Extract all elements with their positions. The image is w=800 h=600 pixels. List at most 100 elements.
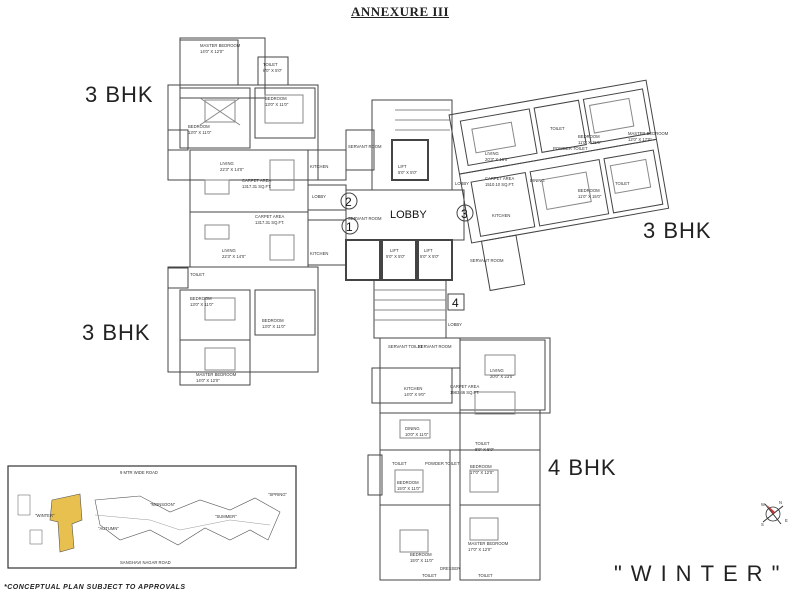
svg-text:14'0" X 9'0": 14'0" X 9'0" bbox=[404, 392, 426, 397]
disclaimer-note: *CONCEPTUAL PLAN SUBJECT TO APPROVALS bbox=[4, 584, 186, 591]
svg-text:"WINTER": "WINTER" bbox=[35, 513, 55, 518]
page-title: ANNEXURE III bbox=[350, 4, 450, 19]
svg-text:BEDROOM: BEDROOM bbox=[397, 480, 419, 485]
svg-text:14'0" X 12'0": 14'0" X 12'0" bbox=[200, 49, 224, 54]
svg-text:20'3" X 16'0": 20'3" X 16'0" bbox=[485, 157, 509, 162]
svg-text:DRESSER: DRESSER bbox=[440, 566, 460, 571]
svg-text:14'0" X 12'0": 14'0" X 12'0" bbox=[196, 378, 220, 383]
svg-text:KITCHEN: KITCHEN bbox=[404, 386, 422, 391]
svg-text:1317.31 SQ.FT.: 1317.31 SQ.FT. bbox=[255, 220, 284, 225]
svg-text:10'0" X 11'0": 10'0" X 11'0" bbox=[405, 432, 429, 437]
svg-text:LIFT: LIFT bbox=[424, 248, 433, 253]
svg-text:8'0" X 5'0": 8'0" X 5'0" bbox=[263, 68, 283, 73]
svg-text:LOBBY: LOBBY bbox=[448, 322, 462, 327]
unit-type-label-bottom-left: 3 BHK bbox=[82, 320, 151, 345]
svg-text:KITCHEN: KITCHEN bbox=[492, 213, 510, 218]
svg-text:13'0" X 11'0": 13'0" X 11'0" bbox=[188, 130, 212, 135]
svg-text:BEDROOM: BEDROOM bbox=[410, 552, 432, 557]
svg-text:22'3" X 14'0": 22'3" X 14'0" bbox=[220, 167, 244, 172]
svg-text:LIVING: LIVING bbox=[485, 151, 499, 156]
svg-text:5'0" X 5'0": 5'0" X 5'0" bbox=[398, 170, 418, 175]
svg-text:BEDROOM: BEDROOM bbox=[265, 96, 287, 101]
svg-text:17'0" X 12'0": 17'0" X 12'0" bbox=[470, 470, 494, 475]
unit4-labels: LOBBY SERVANT TOILET SERVANT ROOM LIVING… bbox=[388, 322, 514, 578]
svg-text:LIVING: LIVING bbox=[222, 248, 236, 253]
svg-text:BEDROOM: BEDROOM bbox=[578, 134, 600, 139]
svg-text:CARPET AREA: CARPET AREA bbox=[255, 214, 284, 219]
core-labels: LOBBY LIFT 5'0" X 5'0" LIFT 5'0" X 5'0" … bbox=[345, 164, 468, 310]
key-plan: 9 MTR WIDE ROAD SANGHAVI NAGAR ROAD "WIN… bbox=[7, 465, 297, 569]
svg-text:8'0" X 5'0": 8'0" X 5'0" bbox=[475, 447, 495, 452]
unit-top-left bbox=[167, 37, 347, 213]
svg-text:"MONSOON": "MONSOON" bbox=[150, 502, 176, 507]
unit3-labels: LIVING 20'3" X 16'0" CARPET AREA 1510.10… bbox=[455, 126, 669, 263]
unit-type-label-top-left: 3 BHK bbox=[85, 82, 154, 107]
svg-text:SERVANT TOILET: SERVANT TOILET bbox=[388, 344, 423, 349]
svg-text:BEDROOM: BEDROOM bbox=[190, 296, 212, 301]
svg-text:S: S bbox=[761, 522, 764, 527]
unit-bottom bbox=[367, 337, 551, 581]
svg-text:"SPRING": "SPRING" bbox=[268, 492, 288, 497]
svg-text:22'3" X 14'0": 22'3" X 14'0" bbox=[222, 254, 246, 259]
svg-text:15'0" X 11'0": 15'0" X 11'0" bbox=[397, 486, 421, 491]
svg-text:SANGHAVI NAGAR ROAD: SANGHAVI NAGAR ROAD bbox=[120, 560, 171, 565]
svg-text:E: E bbox=[785, 518, 788, 523]
svg-text:CARPET AREA: CARPET AREA bbox=[242, 178, 271, 183]
svg-text:20'0" X 23'0": 20'0" X 23'0" bbox=[490, 374, 514, 379]
svg-text:BEDROOM: BEDROOM bbox=[578, 188, 600, 193]
svg-text:LOBBY: LOBBY bbox=[390, 209, 427, 221]
svg-text:BEDROOM: BEDROOM bbox=[470, 464, 492, 469]
svg-text:11'0" X 15'0": 11'0" X 15'0" bbox=[578, 194, 602, 199]
svg-text:W: W bbox=[761, 502, 765, 507]
unit-right bbox=[448, 79, 670, 292]
svg-text:MASTER BEDROOM: MASTER BEDROOM bbox=[196, 372, 237, 377]
svg-text:MASTER BEDROOM: MASTER BEDROOM bbox=[468, 541, 509, 546]
svg-text:CARPET AREA: CARPET AREA bbox=[450, 384, 479, 389]
svg-text:13'0" X 11'0": 13'0" X 11'0" bbox=[265, 102, 289, 107]
svg-text:5'0" X 5'0": 5'0" X 5'0" bbox=[386, 254, 406, 259]
svg-text:DINING: DINING bbox=[530, 178, 545, 183]
svg-text:BEDROOM: BEDROOM bbox=[188, 124, 210, 129]
svg-text:MASTER BEDROOM: MASTER BEDROOM bbox=[628, 131, 669, 136]
unit-type-label-bottom-right: 4 BHK bbox=[548, 455, 617, 480]
svg-text:1510.10 SQ.FT.: 1510.10 SQ.FT. bbox=[485, 182, 514, 187]
core-lobby bbox=[340, 99, 474, 339]
svg-text:5'0" X 5'0": 5'0" X 5'0" bbox=[420, 254, 440, 259]
svg-text:13'0" X 11'0": 13'0" X 11'0" bbox=[262, 324, 286, 329]
svg-text:DINING: DINING bbox=[405, 426, 420, 431]
svg-text:11'0" X 15'0": 11'0" X 15'0" bbox=[578, 140, 602, 145]
svg-text:SERVANT ROOM: SERVANT ROOM bbox=[348, 144, 382, 149]
svg-text:TOILET: TOILET bbox=[263, 62, 278, 67]
svg-text:LIFT: LIFT bbox=[398, 164, 407, 169]
svg-text:TOILET: TOILET bbox=[475, 441, 490, 446]
svg-text:KITCHEN: KITCHEN bbox=[310, 164, 328, 169]
svg-text:LOBBY: LOBBY bbox=[455, 181, 469, 186]
svg-text:TOILET: TOILET bbox=[190, 272, 205, 277]
svg-text:3: 3 bbox=[461, 207, 468, 221]
svg-text:4: 4 bbox=[452, 296, 459, 310]
svg-text:9 MTR WIDE ROAD: 9 MTR WIDE ROAD bbox=[120, 470, 158, 475]
svg-text:MASTER BEDROOM: MASTER BEDROOM bbox=[200, 43, 241, 48]
svg-text:CARPET AREA: CARPET AREA bbox=[485, 176, 514, 181]
svg-text:TOILET: TOILET bbox=[615, 181, 630, 186]
svg-text:1983.46 SQ.FT.: 1983.46 SQ.FT. bbox=[450, 390, 479, 395]
svg-text:KITCHEN: KITCHEN bbox=[310, 251, 328, 256]
svg-text:"SUMMER": "SUMMER" bbox=[215, 514, 237, 519]
svg-text:LIVING: LIVING bbox=[490, 368, 504, 373]
svg-text:1317.31 SQ.FT.: 1317.31 SQ.FT. bbox=[242, 184, 271, 189]
svg-text:POWDER TOILET: POWDER TOILET bbox=[425, 461, 460, 466]
svg-text:SERVANT ROOM: SERVANT ROOM bbox=[470, 258, 504, 263]
svg-text:SERVANT ROOM: SERVANT ROOM bbox=[348, 216, 382, 221]
svg-text:N: N bbox=[779, 500, 782, 505]
svg-text:TOILET: TOILET bbox=[478, 573, 493, 578]
svg-text:SERVANT ROOM: SERVANT ROOM bbox=[418, 344, 452, 349]
svg-text:"AUTUMN": "AUTUMN" bbox=[98, 526, 119, 531]
svg-text:BEDROOM: BEDROOM bbox=[262, 318, 284, 323]
svg-text:TOILET: TOILET bbox=[550, 126, 565, 131]
unit1-labels: MASTER BEDROOM 14'0" X 12'0" TOILET 8'0"… bbox=[188, 43, 382, 189]
svg-text:12'0" X 17'0": 12'0" X 17'0" bbox=[628, 137, 652, 142]
svg-text:LOBBY: LOBBY bbox=[312, 194, 326, 199]
svg-text:1: 1 bbox=[346, 220, 353, 234]
svg-text:15'0" X 11'0": 15'0" X 11'0" bbox=[410, 558, 434, 563]
